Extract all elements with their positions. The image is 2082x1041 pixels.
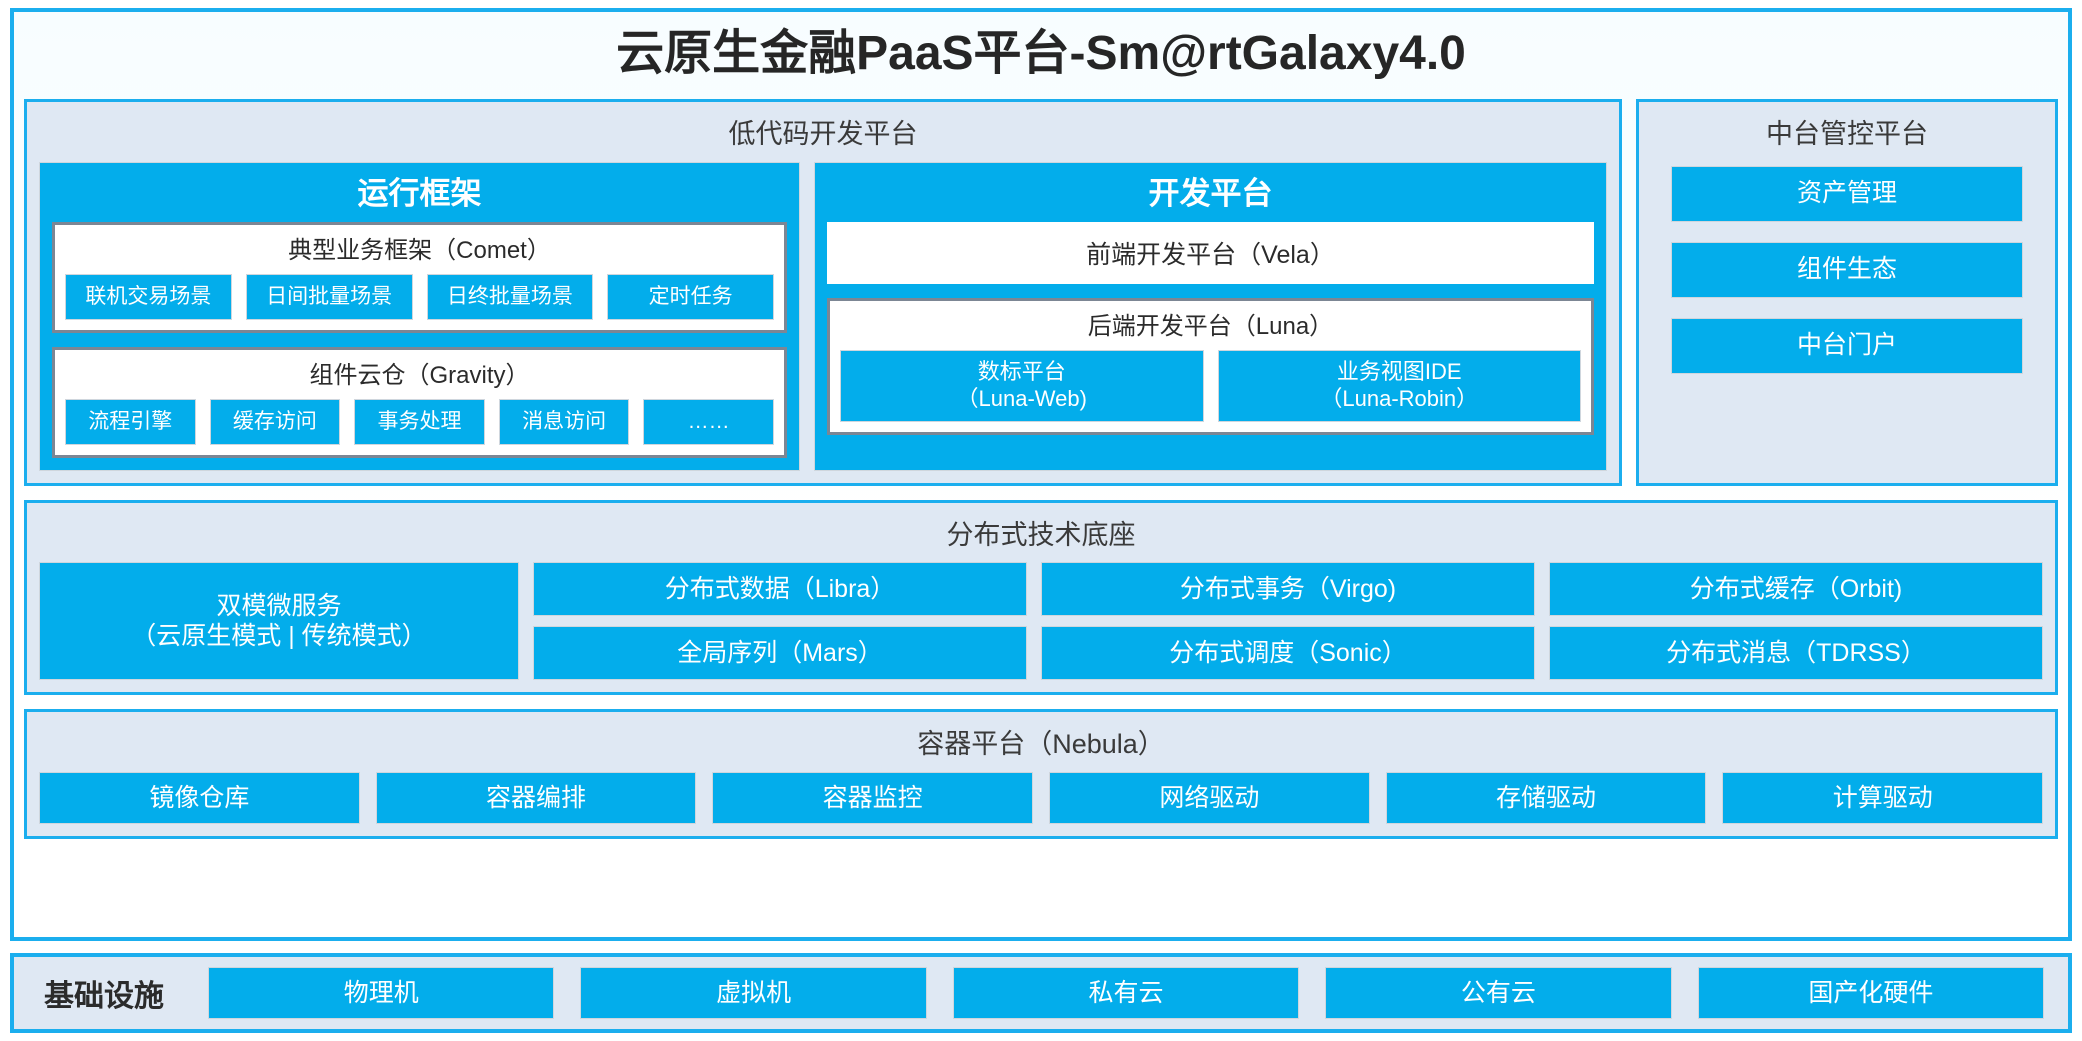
runtime-framework-block: 运行框架 典型业务框架（Comet） 联机交易场景 日间批量场景 日终批量场景 … (39, 161, 800, 471)
comet-item-online-transaction[interactable]: 联机交易场景 (65, 273, 232, 320)
midplatform-item-asset-management[interactable]: 资产管理 (1671, 165, 2023, 222)
distributed-item-orbit[interactable]: 分布式缓存（Orbit) (1549, 562, 2043, 617)
lowcode-platform-body: 运行框架 典型业务框架（Comet） 联机交易场景 日间批量场景 日终批量场景 … (39, 161, 1607, 471)
luna-robin-line1: 业务视图IDE (1336, 358, 1462, 384)
distributed-item-dual-mode-microservice[interactable]: 双模微服务 （云原生模式 | 传统模式） (39, 562, 519, 681)
gravity-item-more[interactable]: …… (643, 398, 774, 445)
gravity-card: 组件云仓（Gravity） 流程引擎 缓存访问 事务处理 消息访问 …… (52, 346, 787, 458)
container-item-storage-driver[interactable]: 存储驱动 (1385, 772, 1707, 825)
microservice-line1: 双模微服务 (216, 591, 342, 620)
microservice-line2: （云原生模式 | 传统模式） (131, 622, 427, 651)
comet-title: 典型业务框架（Comet） (288, 236, 551, 264)
midplatform-item-component-ecosystem[interactable]: 组件生态 (1671, 241, 2023, 298)
container-items-row: 镜像仓库 容器编排 容器监控 网络驱动 存储驱动 计算驱动 (39, 772, 2044, 825)
container-item-compute-driver[interactable]: 计算驱动 (1722, 772, 2044, 825)
distributed-item-virgo[interactable]: 分布式事务（Virgo) (1041, 562, 1535, 617)
distributed-tech-body: 双模微服务 （云原生模式 | 传统模式） 分布式数据（Libra） 全局序列（M… (39, 562, 2043, 681)
gravity-item-transaction-processing[interactable]: 事务处理 (354, 398, 485, 445)
comet-items-row: 联机交易场景 日间批量场景 日终批量场景 定时任务 (65, 273, 774, 320)
container-item-network-driver[interactable]: 网络驱动 (1049, 772, 1370, 825)
gravity-items-row: 流程引擎 缓存访问 事务处理 消息访问 …… (65, 398, 774, 445)
distributed-item-mars[interactable]: 全局序列（Mars） (533, 626, 1027, 681)
container-platform-panel: 容器平台（Nebula） 镜像仓库 容器编排 容器监控 网络驱动 存储驱动 计算… (24, 709, 2058, 840)
luna-item-luna-robin[interactable]: 业务视图IDE （Luna-Robin） (1217, 349, 1581, 422)
lowcode-platform-title: 低代码开发平台 (728, 118, 918, 149)
comet-item-scheduled-task[interactable]: 定时任务 (607, 273, 774, 320)
infrastructure-item-physical-machine[interactable]: 物理机 (208, 967, 555, 1019)
distributed-column-3: 分布式缓存（Orbit) 分布式消息（TDRSS） (1549, 562, 2043, 681)
midplatform-items-list: 资产管理 组件生态 中台门户 (1651, 162, 2043, 380)
container-item-image-registry[interactable]: 镜像仓库 (39, 772, 360, 825)
runtime-framework-title: 运行框架 (357, 175, 482, 211)
container-item-monitoring[interactable]: 容器监控 (712, 772, 1034, 825)
distributed-microservice-column: 双模微服务 （云原生模式 | 传统模式） (39, 562, 519, 681)
luna-item-luna-web[interactable]: 数标平台 （Luna-Web) (840, 349, 1204, 422)
comet-card: 典型业务框架（Comet） 联机交易场景 日间批量场景 日终批量场景 定时任务 (52, 221, 787, 333)
development-platform-block: 开发平台 前端开发平台（Vela） 后端开发平台（Luna） 数标平台 （Lun… (814, 161, 1607, 471)
midplatform-control-panel: 中台管控平台 资产管理 组件生态 中台门户 (1636, 98, 2058, 486)
infrastructure-item-domestic-hardware[interactable]: 国产化硬件 (1697, 967, 2045, 1019)
infrastructure-label: 基础设施 (44, 980, 164, 1013)
midplatform-item-portal[interactable]: 中台门户 (1671, 317, 2023, 374)
midplatform-control-title: 中台管控平台 (1766, 118, 1928, 149)
luna-web-line2: （Luna-Web) (956, 385, 1087, 411)
infrastructure-item-private-cloud[interactable]: 私有云 (952, 967, 1300, 1019)
main-platform-frame: 云原生金融PaaS平台-Sm@rtGalaxy4.0 低代码开发平台 运行框架 … (10, 8, 2072, 941)
gravity-item-message-access[interactable]: 消息访问 (498, 398, 630, 445)
page-title: 云原生金融PaaS平台-Sm@rtGalaxy4.0 (616, 27, 1466, 80)
development-platform-title: 开发平台 (1148, 175, 1273, 211)
distributed-item-tdrss[interactable]: 分布式消息（TDRSS） (1549, 626, 2043, 681)
gravity-item-process-engine[interactable]: 流程引擎 (65, 398, 196, 445)
lowcode-platform-panel: 低代码开发平台 运行框架 典型业务框架（Comet） 联机交易场景 日间批量场景… (24, 98, 1622, 486)
comet-item-eod-batch[interactable]: 日终批量场景 (426, 273, 594, 320)
distributed-tech-title: 分布式技术底座 (946, 519, 1136, 550)
infrastructure-bar: 基础设施 物理机 虚拟机 私有云 公有云 国产化硬件 (10, 953, 2072, 1033)
distributed-column-2: 分布式事务（Virgo) 分布式调度（Sonic） (1041, 562, 1535, 681)
luna-web-line1: 数标平台 (977, 358, 1066, 384)
comet-item-intraday-batch[interactable]: 日间批量场景 (245, 273, 413, 320)
top-row: 低代码开发平台 运行框架 典型业务框架（Comet） 联机交易场景 日间批量场景… (24, 98, 2058, 486)
container-item-orchestration[interactable]: 容器编排 (375, 772, 697, 825)
vela-frontend-platform[interactable]: 前端开发平台（Vela） (827, 221, 1594, 284)
infrastructure-item-virtual-machine[interactable]: 虚拟机 (580, 967, 927, 1019)
gravity-title: 组件云仓（Gravity） (309, 361, 530, 389)
luna-title: 后端开发平台（Luna） (1087, 312, 1334, 340)
luna-robin-line2: （Luna-Robin） (1320, 385, 1479, 411)
container-platform-title: 容器平台（Nebula） (917, 729, 1165, 760)
luna-card: 后端开发平台（Luna） 数标平台 （Luna-Web) 业务视图IDE （Lu… (827, 297, 1594, 435)
distributed-column-1: 分布式数据（Libra） 全局序列（Mars） (533, 562, 1027, 681)
gravity-item-cache-access[interactable]: 缓存访问 (209, 398, 341, 445)
distributed-item-libra[interactable]: 分布式数据（Libra） (533, 562, 1027, 617)
distributed-tech-panel: 分布式技术底座 双模微服务 （云原生模式 | 传统模式） 分布式数据（Libra… (24, 499, 2058, 696)
infrastructure-item-public-cloud[interactable]: 公有云 (1325, 967, 1672, 1019)
distributed-item-sonic[interactable]: 分布式调度（Sonic） (1041, 626, 1535, 681)
luna-items-row: 数标平台 （Luna-Web) 业务视图IDE （Luna-Robin） (840, 349, 1581, 422)
